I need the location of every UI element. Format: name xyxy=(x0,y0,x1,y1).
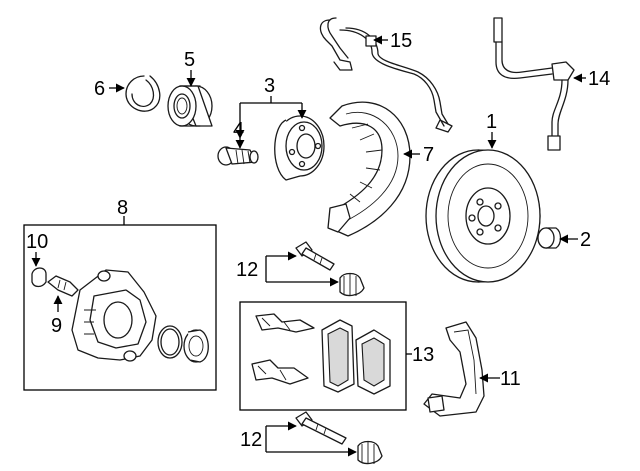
outer-pad-part xyxy=(355,329,391,395)
callout-10: 10 xyxy=(26,231,48,253)
callout-2: 2 xyxy=(580,229,591,251)
caliper-part xyxy=(71,269,157,362)
leader-lines xyxy=(31,35,586,457)
callout-12-upper: 12 xyxy=(236,259,258,281)
caliper-support-part xyxy=(423,321,485,417)
piston-seal-part xyxy=(157,325,183,359)
callout-6: 6 xyxy=(94,78,105,100)
hub-part xyxy=(274,115,325,181)
callout-13: 13 xyxy=(412,344,434,366)
callout-4: 4 xyxy=(233,119,244,141)
bleeder-screw-part xyxy=(47,275,79,297)
pad-clips-upper-part xyxy=(255,313,315,333)
inner-pad-part xyxy=(321,319,355,393)
callout-15: 15 xyxy=(390,30,412,52)
callout-8: 8 xyxy=(117,197,128,219)
pad-clips-lower-part xyxy=(251,359,309,385)
snap-ring-part xyxy=(125,75,161,112)
callout-9: 9 xyxy=(51,315,62,337)
callout-5: 5 xyxy=(184,49,195,71)
wheel-stud-part xyxy=(217,146,259,166)
caliper-group-box xyxy=(23,224,217,391)
cap-part xyxy=(537,227,562,249)
guide-pin-lower-part xyxy=(295,411,383,465)
callout-12-lower: 12 xyxy=(240,429,262,451)
bleeder-cap-part xyxy=(31,267,47,288)
brake-hose-part xyxy=(493,17,575,151)
pads-group-box xyxy=(239,301,407,411)
callout-labels: 1 2 3 4 5 6 7 8 9 10 11 12 12 13 14 15 xyxy=(26,30,610,451)
wheel-bearing-part xyxy=(167,85,213,127)
callout-11: 11 xyxy=(500,368,521,390)
splash-shield-part xyxy=(327,101,411,237)
piston-part xyxy=(183,329,209,363)
guide-pin-upper-part xyxy=(295,241,365,297)
brake-rotor-part xyxy=(425,149,541,283)
callout-7: 7 xyxy=(423,144,434,166)
callout-3: 3 xyxy=(264,75,275,97)
callout-14: 14 xyxy=(588,68,610,90)
abs-sensor-part xyxy=(319,17,453,133)
callout-1: 1 xyxy=(486,111,497,133)
